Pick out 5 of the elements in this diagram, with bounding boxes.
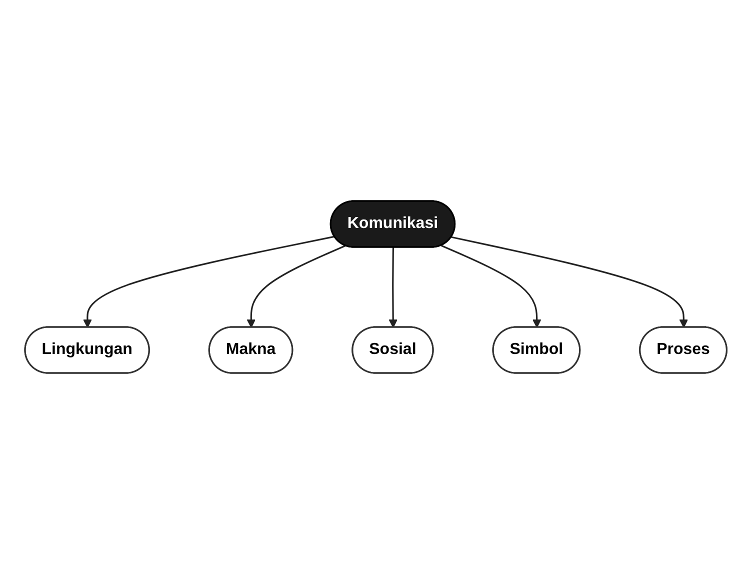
arrow <box>246 245 346 328</box>
arrow <box>440 244 541 328</box>
arrow <box>451 236 688 328</box>
arrow <box>82 236 334 328</box>
arrow <box>388 248 398 328</box>
